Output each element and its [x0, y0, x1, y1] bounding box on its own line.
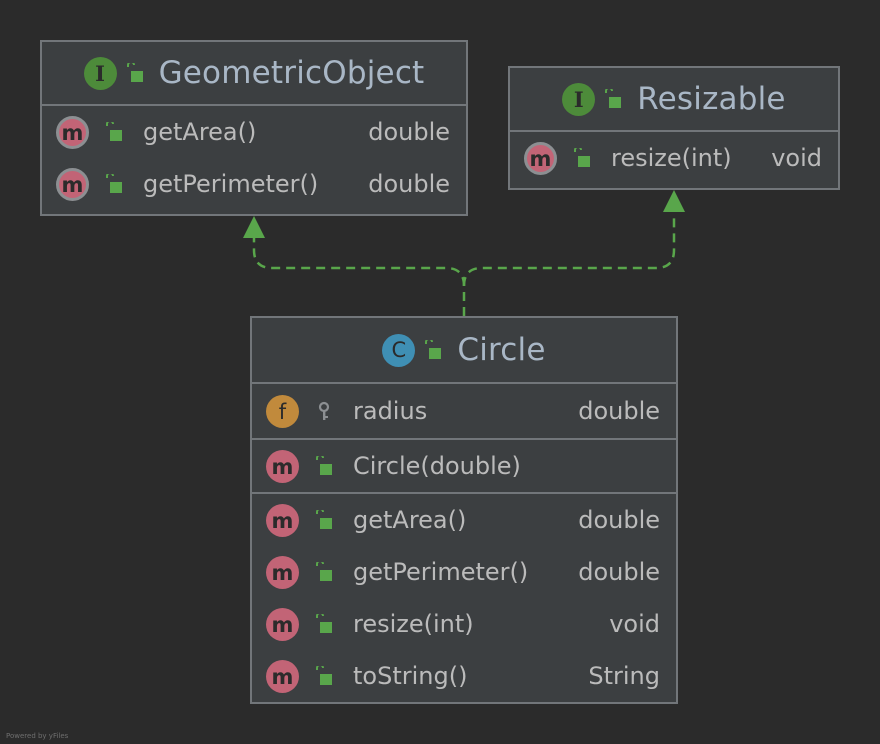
method-name: resize(int) [353, 610, 474, 638]
member-type: double [368, 118, 450, 146]
method-icon: m [266, 556, 299, 589]
field-type: double [578, 397, 660, 425]
interface-node-resizable[interactable]: I Resizable m resize(int) void [508, 66, 840, 190]
node-header: C Circle [252, 318, 676, 384]
method-icon: m [266, 450, 299, 483]
method-name: toString() [353, 662, 468, 690]
section-divider [252, 492, 676, 494]
edge-circle-to-geometricobject [252, 238, 466, 316]
node-title: GeometricObject [158, 55, 425, 91]
method-name: getArea() [353, 506, 467, 534]
edge-circle-to-resizable [462, 214, 676, 287]
member-name: resize(int) [611, 144, 732, 172]
class-icon: C [382, 333, 416, 367]
field-row[interactable]: f radius double [252, 384, 676, 438]
member-name: getArea() [143, 118, 257, 146]
member-name: getPerimeter() [143, 170, 319, 198]
public-lock-icon [574, 148, 590, 167]
method-icon: m [56, 116, 89, 149]
method-name: getPerimeter() [353, 558, 529, 586]
method-row[interactable]: m getArea() double [252, 494, 676, 546]
public-lock-icon [316, 562, 332, 581]
interface-icon: I [83, 56, 117, 90]
method-type: String [588, 662, 660, 690]
member-type: void [771, 144, 822, 172]
method-icon: m [524, 142, 557, 175]
public-lock-icon [126, 63, 143, 82]
method-row[interactable]: m toString() String [252, 650, 676, 702]
public-lock-icon [316, 510, 332, 529]
interface-node-geometricobject[interactable]: I GeometricObject m getArea() double m g… [40, 40, 468, 216]
arrowhead-resizable [663, 190, 685, 212]
public-lock-icon [106, 122, 122, 141]
node-title: Circle [457, 332, 546, 368]
member-row[interactable]: m resize(int) void [510, 132, 838, 184]
footer-credit: Powered by yFiles [6, 732, 69, 740]
method-type: double [578, 506, 660, 534]
arrowhead-geometricobject [243, 216, 265, 238]
public-lock-icon [316, 666, 332, 685]
method-icon: m [266, 660, 299, 693]
field-name: radius [353, 397, 428, 425]
method-icon: m [56, 168, 89, 201]
constructor-row[interactable]: m Circle(double) [252, 440, 676, 492]
method-icon: m [266, 608, 299, 641]
method-row[interactable]: m resize(int) void [252, 598, 676, 650]
node-header: I GeometricObject [42, 42, 466, 106]
public-lock-icon [425, 340, 442, 359]
node-title: Resizable [637, 81, 786, 117]
method-row[interactable]: m getPerimeter() double [252, 546, 676, 598]
field-icon: f [266, 395, 299, 428]
member-row[interactable]: m getPerimeter() double [42, 158, 466, 210]
public-lock-icon [605, 89, 622, 108]
section-divider [252, 438, 676, 440]
member-type: double [368, 170, 450, 198]
public-lock-icon [316, 456, 332, 475]
constructor-name: Circle(double) [353, 452, 521, 480]
method-type: double [578, 558, 660, 586]
class-node-circle[interactable]: C Circle f radius double m Circle(double… [250, 316, 678, 704]
method-type: void [609, 610, 660, 638]
interface-icon: I [562, 82, 596, 116]
public-lock-icon [106, 174, 122, 193]
member-row[interactable]: m getArea() double [42, 106, 466, 158]
method-icon: m [266, 504, 299, 537]
node-header: I Resizable [510, 68, 838, 132]
public-lock-icon [316, 614, 332, 633]
private-key-icon [318, 401, 330, 420]
